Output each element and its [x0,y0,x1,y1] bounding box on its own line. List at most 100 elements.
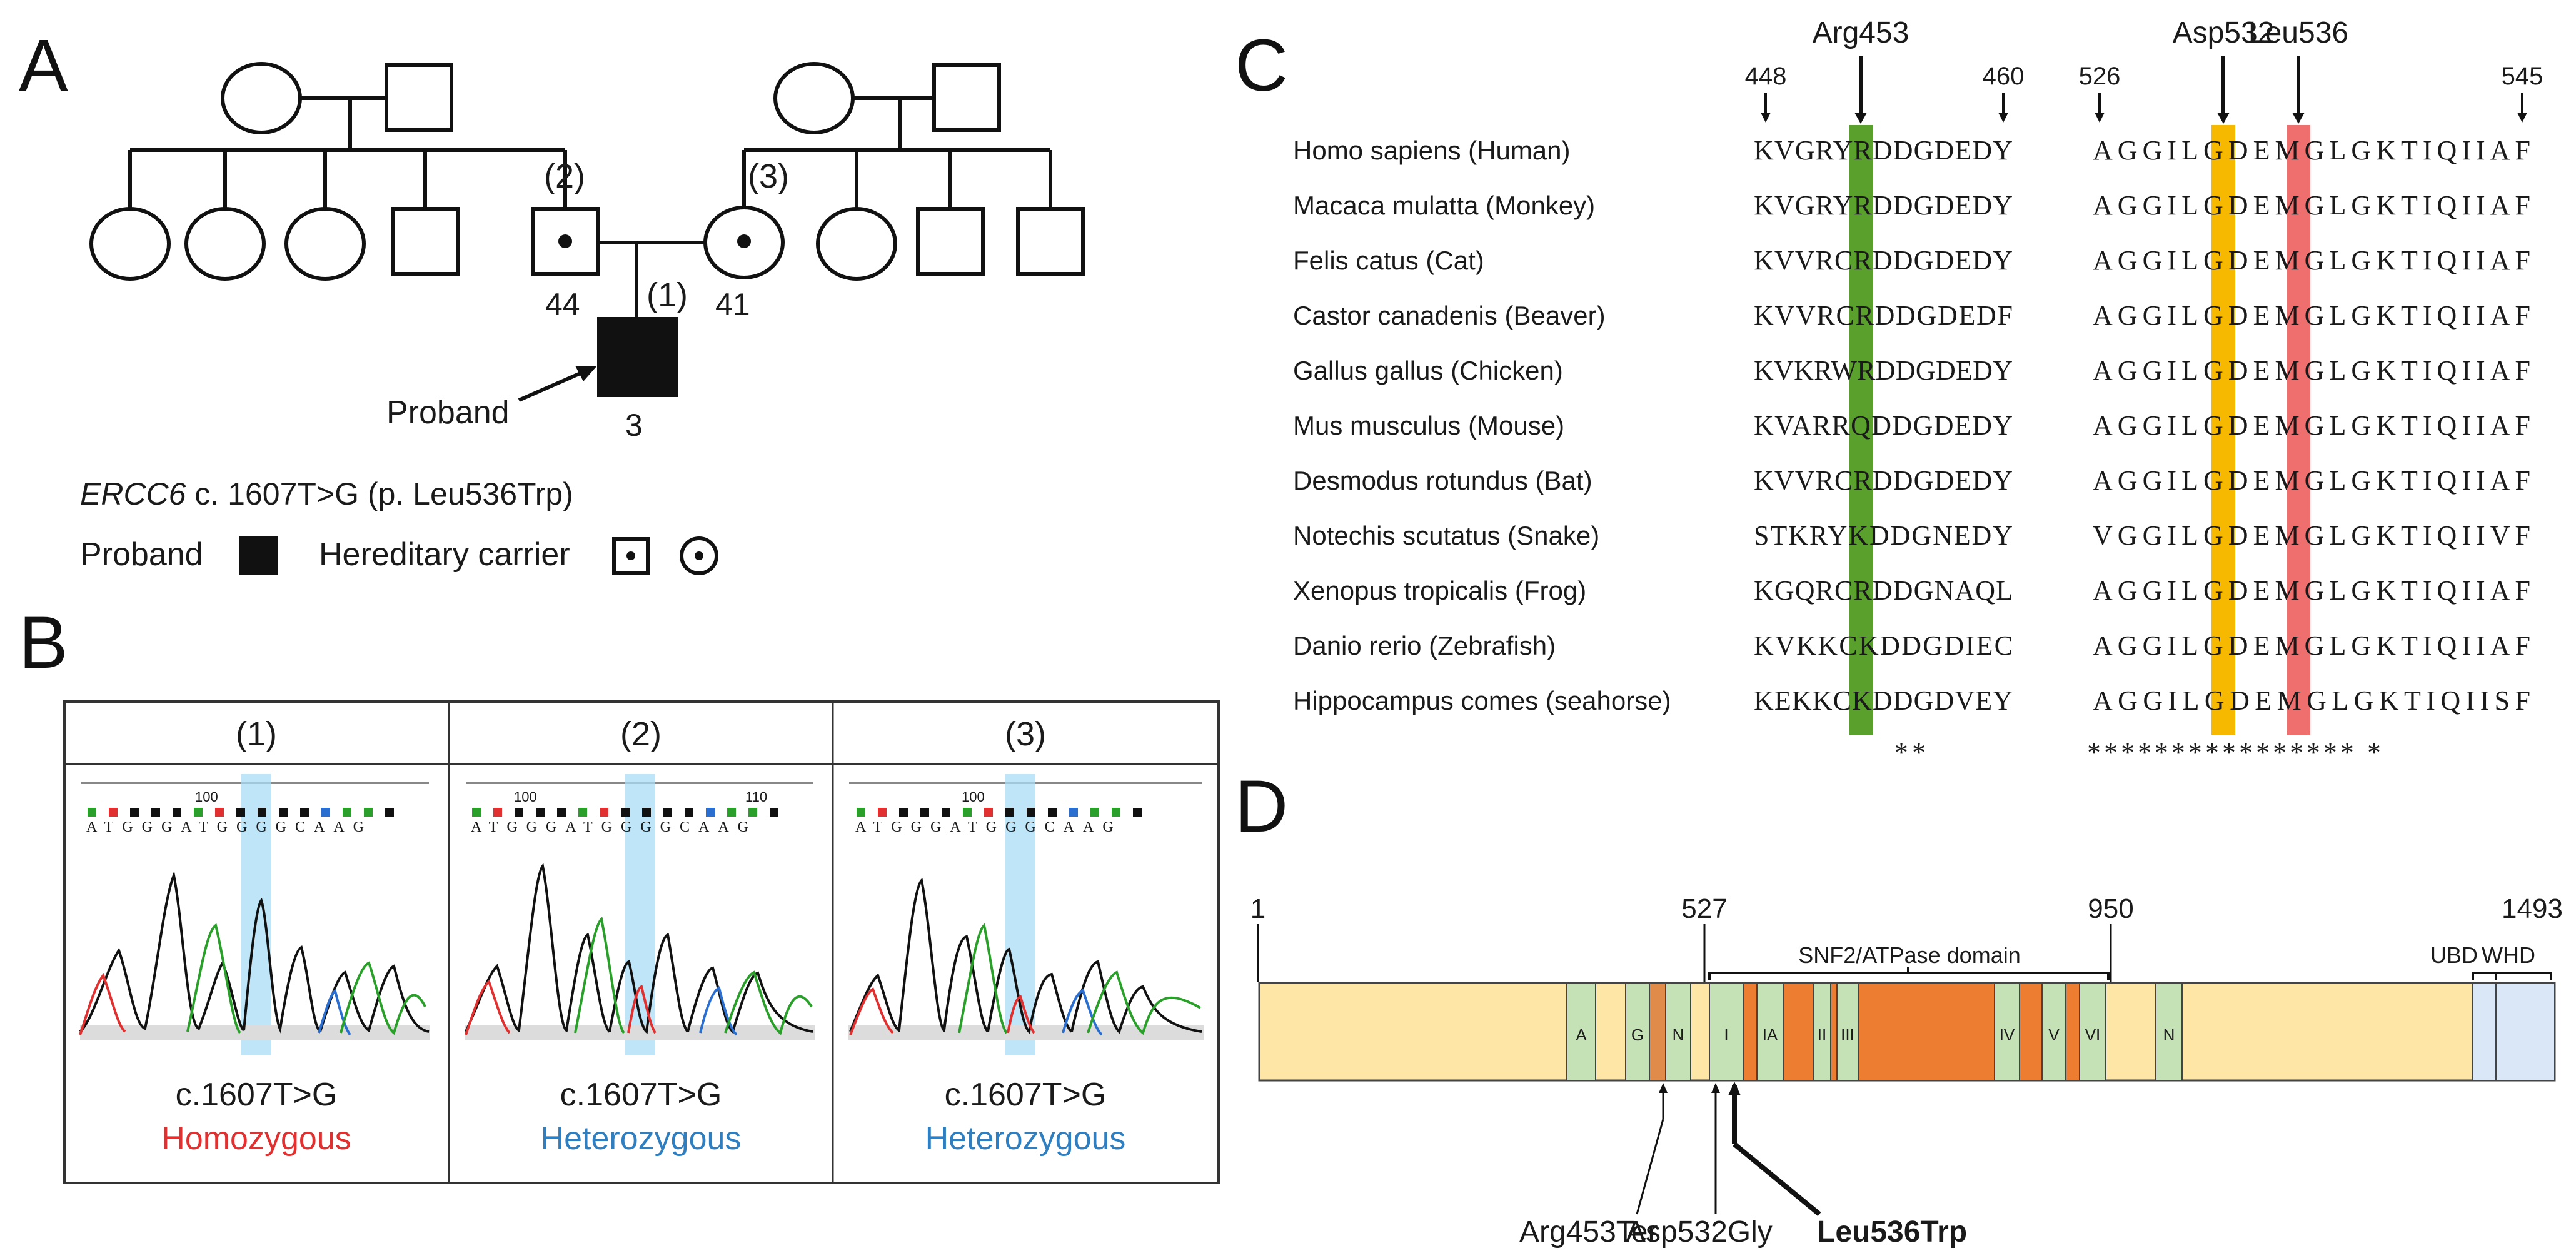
motif-g-label: G [1631,1025,1644,1044]
bases-3: ATGGGATGGGCAAG [855,819,1122,835]
panel-a: A (2) 44 (3) 41 [19,24,1085,575]
header-1: (1) [236,715,277,753]
tick-2b: 110 [745,789,767,805]
mutation-leu536trp: Leu536Trp [1817,1215,1967,1249]
pos-526: 526 [2079,63,2121,90]
sequence-block-2: AGGILGDEMGLGKTIQIIAF [2093,465,2530,496]
motif-g [1625,982,1650,1081]
species-name: Felis catus (Cat) [1293,246,1484,275]
bases-1: ATGGGATGGGGCAAG [86,819,373,835]
motif-vi-label: VI [2085,1025,2101,1044]
base-squares-2 [472,808,778,817]
mutation-arg453ter: Arg453Ter [1519,1215,1658,1249]
sequence-block-2: AGGILGDEMGLGKTIQIIAF [2093,630,2530,661]
motif-ii [1813,982,1831,1081]
zygosity-1: Homozygous [161,1120,351,1157]
panel-b: B (1) 100 ATGGGATGGGGCAAG [19,601,1220,1184]
leu536-highlight [2287,125,2310,735]
sequence-block-1: KVGRYRDDGDEDY [1754,135,2013,166]
species-name: Homo sapiens (Human) [1293,136,1571,165]
species-name: Desmodus rotundus (Bat) [1293,466,1592,495]
chromatogram-3: (3) 100 ATGGGATGGGCAAG c.160 [848,715,1204,1157]
tick-1: 100 [195,789,218,805]
whd-label: WHD [2482,942,2535,968]
species-name: Notechis scutatus (Snake) [1293,521,1599,550]
asp532-marker: Asp532 [2173,16,2275,49]
species-name: Mus musculus (Mouse) [1293,411,1564,440]
motif-iii-label: III [1841,1025,1854,1044]
sequence-block-1: KVARRQDDGDEDY [1754,410,2013,441]
sequence-block-2: AGGILGDEMGLGKTIQIIAF [2093,190,2530,221]
arg453-marker: Arg453 [1813,16,1909,49]
pos-460: 460 [1983,63,2025,90]
panel-d: D 1 527 950 1493 SNF2/ATPase domain UBD … [1235,765,2563,1249]
mother-carrier-dot [737,234,751,248]
variant-1: c.1607T>G [176,1077,338,1113]
sequence-block-1: KVVRCRDDGDEDY [1754,245,2013,276]
age-proband: 3 [625,408,643,443]
motif-ii-label: II [1818,1025,1826,1044]
legend-carrier-label: Hereditary carrier [319,536,570,573]
sequence-block-2: AGGILGDEMGLGKTIQIIAF [2093,575,2530,606]
age-3: 41 [715,287,750,322]
conservation-1: ** [1894,737,1929,768]
species-name: Gallus gallus (Chicken) [1293,356,1563,385]
base-squares-1 [88,808,394,817]
label-1: (1) [647,276,688,314]
base-squares-3 [857,808,1142,817]
panel-c: C Arg453 Asp532 Leu536 448 460 526 545 H… [1235,16,2543,768]
motif-n1-label: N [1673,1025,1684,1044]
variant-2: c.1607T>G [560,1077,722,1113]
motif-n1 [1665,982,1691,1081]
left-grandmother [221,62,302,134]
panel-d-letter: D [1235,765,1288,848]
pos-527: 527 [1681,893,1727,924]
species-name: Castor canadenis (Beaver) [1293,301,1606,330]
panel-b-frame [63,700,1220,1184]
sequence-block-1: KVVRCRDDGDEDF [1754,300,2013,331]
legend-proband-label: Proband [80,536,203,573]
zygosity-2: Heterozygous [541,1120,742,1157]
alignment-rows: Homo sapiens (Human) KVGRYRDDGDEDY AGGILGD… [1293,135,2530,716]
sequence-block-2: AGGILGDEMGLGKTIQIIAF [2093,300,2530,331]
sequence-block-2: AGGILGDEMGLGKTIQIIAF [2093,245,2530,276]
right-uncle-1 [916,207,985,276]
motif-ia-label: IA [1763,1025,1778,1044]
right-aunt [816,207,897,281]
sequence-block-1: STKRYKDDGNEDY [1754,520,2013,551]
ubd-label: UBD [2430,942,2478,968]
sequence-block-1: KVVRCRDDGDEDY [1754,465,2013,496]
bases-2: ATGGGATGGGGCAAG [471,819,757,835]
motif-n2-label: N [2163,1025,2175,1044]
sequence-block-2: AGGILGDEMGLGKTIQIIAF [2093,410,2530,441]
sequence-block-1: KGQRCRDDGNAQL [1754,575,2013,606]
sequence-block-1: KVKKCKDDGDIEC [1754,630,2013,661]
species-name: Macaca mulatta (Monkey) [1293,191,1595,220]
variant-3: c.1607T>G [945,1077,1107,1113]
panel-c-letter: C [1235,24,1288,107]
chromatogram-1: (1) 100 ATGGGATGGGGCAAG c. [79,715,430,1157]
right-grandfather [932,63,1001,132]
mutation-asp532gly: Asp532Gly [1626,1215,1773,1249]
atpase-block [1858,982,1995,1081]
left-grandfather [385,63,453,132]
sequence-block-1: KVKRWRDDGDEDY [1754,355,2013,386]
motif-vi [2079,982,2106,1081]
leu536-marker: Leu536 [2248,16,2348,49]
sequence-block-2: AGGILGDEMGLGKTIQIIAF [2093,355,2530,386]
variant-line: ERCC6 c. 1607T>G (p. Leu536Trp) [80,476,573,511]
whd-domain [2495,982,2555,1081]
pos-950: 950 [2088,893,2133,924]
motif-iv-label: IV [2000,1025,2015,1044]
species-name: Hippocampus comes (seahorse) [1293,686,1671,715]
right-grandmother [773,62,855,134]
motif-v [2041,982,2066,1081]
zygosity-3: Heterozygous [925,1120,1126,1157]
right-uncle-2 [1016,207,1085,276]
proband-square [597,317,678,397]
motif-v-label: V [2048,1025,2060,1044]
arg453-highlight [1849,125,1873,735]
pos-1: 1 [1250,893,1265,924]
chromatogram-2: (2) 100 110 ATGGGATGGGGCAAG [465,715,815,1157]
